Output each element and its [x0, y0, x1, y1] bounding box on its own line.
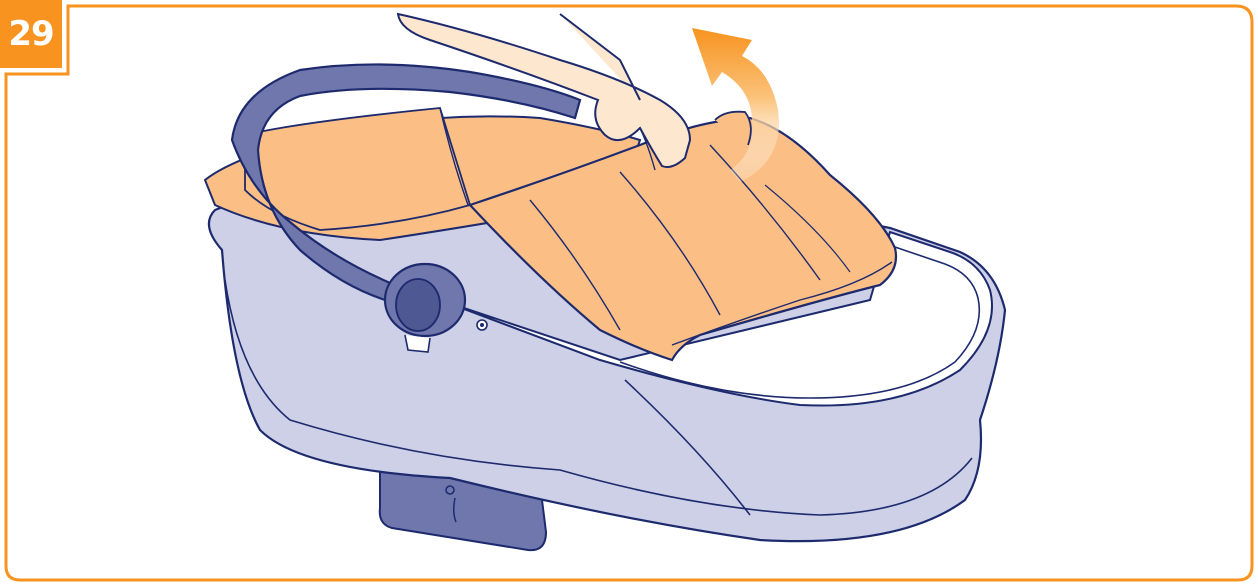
step-number: 29: [0, 0, 62, 68]
carrycot-icon: [205, 64, 1005, 550]
